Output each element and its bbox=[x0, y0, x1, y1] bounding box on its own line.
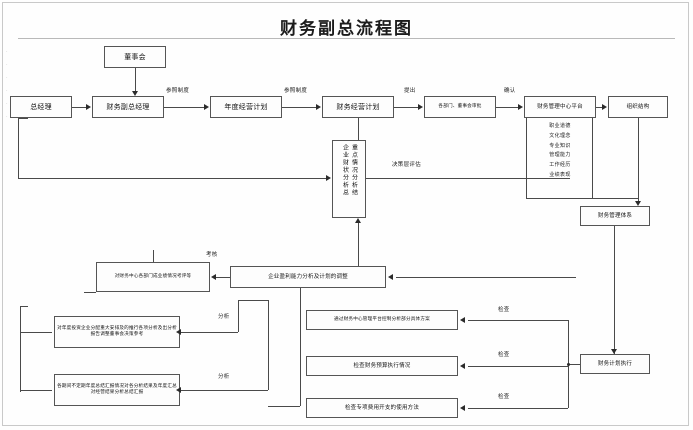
line-left-rail-top bbox=[20, 306, 28, 307]
competency-item-1: 文化理念 bbox=[549, 132, 571, 139]
line-into-right-box-1 bbox=[468, 320, 568, 321]
node-dept-board-approve[interactable]: 各部门、董事会审批 bbox=[424, 96, 496, 118]
arrow-right-into-profit bbox=[388, 274, 393, 280]
competency-item-4: 工作经历 bbox=[549, 162, 571, 168]
competency-item-5: 业绩表现 bbox=[549, 171, 571, 178]
arrow-into-right-box-3 bbox=[460, 405, 465, 411]
page-title: 财务副总流程图 bbox=[280, 19, 413, 39]
arrow-mgmtsys-to-exec bbox=[611, 349, 617, 354]
vertical-summary-col-left: 企业财状分析总 bbox=[341, 144, 349, 197]
arrow-profit-up-to-vertical bbox=[355, 218, 361, 223]
line-into-left-box-3 bbox=[20, 390, 52, 391]
competency-list: 职业道德 文化理念 专业知识 管理能力 工作经历 业绩表现 bbox=[528, 122, 592, 181]
line-profit-down-stem bbox=[300, 288, 301, 406]
line-org-down bbox=[638, 118, 639, 204]
line-mgmtsys-to-exec bbox=[614, 226, 615, 354]
line-rail-mid-join bbox=[238, 300, 268, 301]
line-profit-up-to-vertical bbox=[358, 222, 359, 272]
line-left-rail bbox=[20, 306, 21, 392]
left-margin-ticks: ······ bbox=[6, 49, 8, 120]
arrow-left-into-vertical bbox=[326, 175, 331, 181]
line-rail-mid-2 bbox=[268, 300, 269, 390]
arrow-left-box2-in bbox=[176, 329, 181, 335]
node-right-box-1[interactable]: 通过财务中心管理平台控制分析部分具体方案 bbox=[306, 310, 458, 330]
line-rail-to-exec bbox=[568, 364, 580, 365]
node-performance-eval[interactable]: 对财务中心各部门成业绩情况考评等 bbox=[96, 262, 210, 292]
edge-label-analysis-2: 分析 bbox=[218, 374, 230, 380]
line-into-left-box-2 bbox=[20, 332, 52, 333]
edge-label-submit: 提出 bbox=[404, 88, 416, 94]
node-profit-analysis[interactable]: 企业盈利能力分析及计划的调整 bbox=[230, 266, 386, 288]
arrow-annual-to-finplan bbox=[316, 104, 321, 110]
edge-label-check-2: 检查 bbox=[498, 352, 510, 358]
node-annual-plan[interactable]: 年度经营计划 bbox=[210, 96, 282, 118]
line-perfeval-left-stub bbox=[84, 292, 96, 293]
node-finance-plan[interactable]: 财务经营计划 bbox=[322, 96, 394, 118]
line-left-box3-right bbox=[180, 390, 268, 391]
competency-item-0: 职业道德 bbox=[549, 123, 571, 129]
line-into-right-box-3 bbox=[468, 408, 568, 409]
edge-label-check-1: 检查 bbox=[498, 307, 510, 313]
line-gm-to-cfo bbox=[72, 107, 86, 108]
competency-item-2: 专业知识 bbox=[549, 142, 571, 149]
line-list-to-stem bbox=[592, 198, 638, 199]
line-cfo-to-annual bbox=[164, 107, 204, 108]
node-left-box-2[interactable]: 对年度投资企业分配重大安排及的推行各项分析及出分析报告调整董事会决策参考 bbox=[54, 316, 180, 348]
arrow-left-box3-in bbox=[176, 387, 181, 393]
edge-label-check-3: 检查 bbox=[498, 394, 510, 400]
line-board-to-cfo bbox=[135, 68, 136, 92]
arrow-cfo-to-annual bbox=[204, 104, 209, 110]
line-vertical-to-eval bbox=[366, 178, 570, 179]
edge-label-ref-system-1: 参照制度 bbox=[166, 88, 190, 94]
arrow-platform-to-org bbox=[602, 104, 607, 110]
node-finance-center-platform[interactable]: 财务管理中心平台 bbox=[524, 96, 596, 118]
competency-item-3: 管理能力 bbox=[549, 152, 571, 159]
node-right-box-2[interactable]: 检查财务预算执行情况 bbox=[306, 356, 458, 376]
arrow-to-finance-mgmt-system bbox=[635, 201, 641, 206]
line-gm-bottom-stub bbox=[18, 118, 28, 119]
line-annual-to-finplan bbox=[282, 107, 316, 108]
line-bottom-return bbox=[268, 406, 300, 407]
line-perfeval-up bbox=[153, 250, 154, 262]
line-right-into-profit bbox=[396, 277, 576, 278]
arrow-finplan-to-approve bbox=[418, 104, 423, 110]
arrow-into-right-box-1 bbox=[460, 317, 465, 323]
edge-label-decision-eval: 决策层评估 bbox=[392, 162, 422, 168]
line-platform-list-right bbox=[592, 118, 593, 198]
line-into-right-box-2 bbox=[468, 366, 568, 367]
node-vertical-summary[interactable]: 重点情况分析结 企业财状分析总 bbox=[332, 140, 366, 218]
line-list-bottom bbox=[526, 198, 593, 199]
junction-dot-right bbox=[567, 363, 570, 366]
arrow-approve-to-platform bbox=[518, 104, 523, 110]
line-left-into-vertical bbox=[18, 178, 328, 179]
line-finplan-to-vertical bbox=[358, 118, 359, 140]
node-right-box-3[interactable]: 检查专项费用开支的使用方法 bbox=[306, 398, 458, 418]
edge-label-confirm: 确认 bbox=[504, 88, 516, 94]
arrow-board-to-cfo bbox=[132, 91, 138, 96]
node-left-box-3[interactable]: 各期间不定期年度总结汇报情况对各分析结果及年度汇总对经营结果分析总结汇报 bbox=[54, 374, 180, 406]
arrow-profit-to-perfeval bbox=[211, 274, 216, 280]
node-org-structure[interactable]: 组织结构 bbox=[608, 96, 668, 118]
node-cfo[interactable]: 财务副总经理 bbox=[92, 96, 164, 118]
line-approve-to-platform bbox=[496, 107, 518, 108]
line-rail-mid-1 bbox=[238, 300, 239, 332]
line-finplan-to-approve bbox=[394, 107, 418, 108]
edge-label-assess: 考核 bbox=[206, 252, 218, 258]
arrow-gm-to-cfo bbox=[86, 104, 91, 110]
vertical-summary-col-right: 重点情况分析结 bbox=[350, 144, 358, 197]
line-platform-list-left bbox=[526, 118, 527, 198]
edge-label-ref-system-2: 参照制度 bbox=[284, 88, 308, 94]
arrow-into-right-box-2 bbox=[460, 363, 465, 369]
node-finance-plan-exec[interactable]: 财务计划执行 bbox=[580, 354, 650, 374]
title-divider bbox=[18, 38, 675, 39]
line-profit-to-perfeval bbox=[216, 277, 230, 278]
edge-label-analysis-1: 分析 bbox=[218, 314, 230, 320]
node-finance-mgmt-system[interactable]: 财务管理体系 bbox=[580, 206, 650, 226]
node-general-manager[interactable]: 总经理 bbox=[10, 96, 72, 118]
node-board[interactable]: 董事会 bbox=[104, 46, 166, 68]
line-left-box2-right bbox=[180, 332, 238, 333]
line-platform-to-org bbox=[596, 107, 602, 108]
line-gm-down-left bbox=[18, 118, 19, 178]
